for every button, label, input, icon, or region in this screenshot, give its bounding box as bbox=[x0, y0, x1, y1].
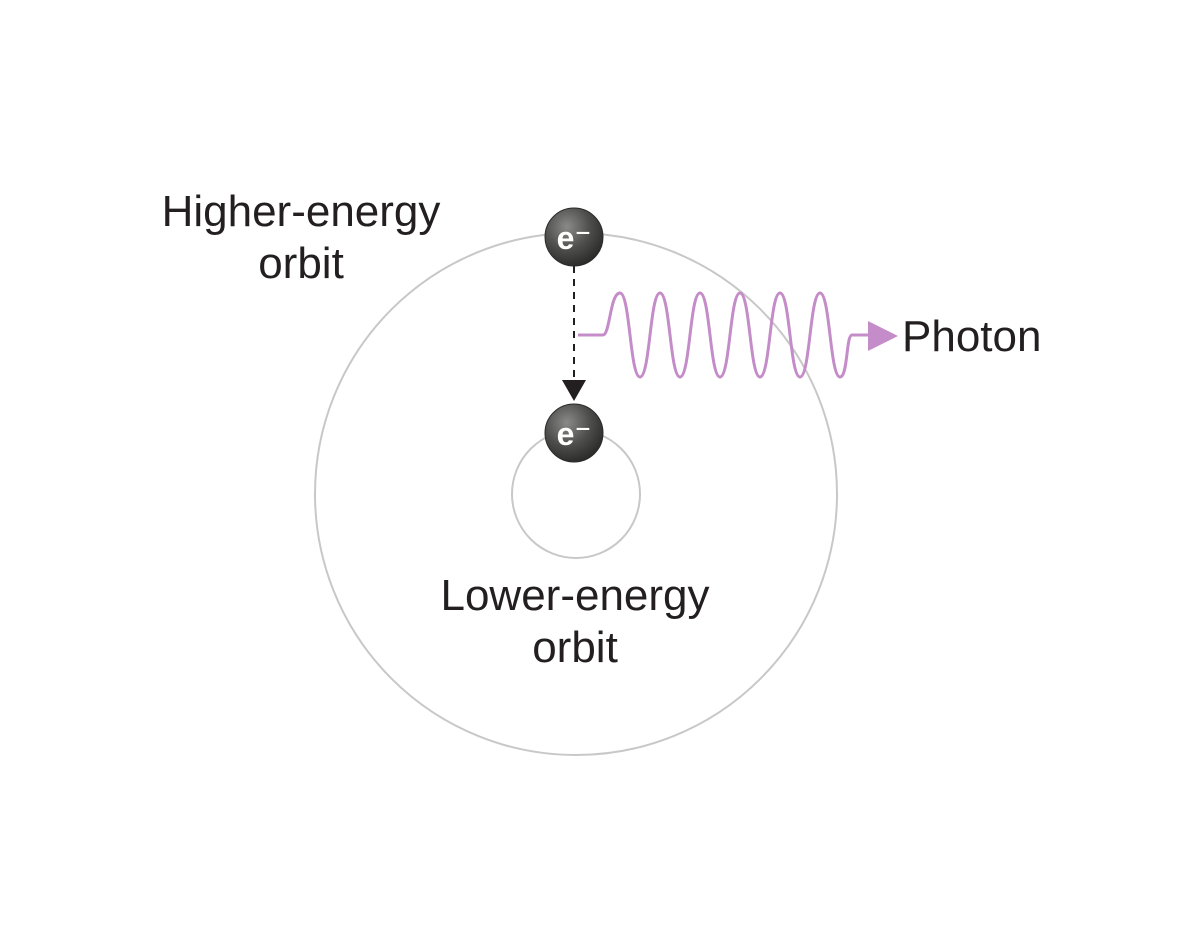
higher-energy-orbit-ring bbox=[314, 232, 838, 756]
lower-energy-orbit-label: Lower-energy orbit bbox=[395, 570, 755, 674]
photon-arrow-head bbox=[868, 321, 898, 351]
transition-arrow-head bbox=[562, 380, 586, 401]
electron-symbol-higher: e⁻ bbox=[557, 220, 592, 256]
lower-orbit-label-line1: Lower-energy bbox=[440, 571, 710, 620]
photon-wave bbox=[578, 291, 872, 379]
photon-label: Photon bbox=[902, 311, 1041, 363]
higher-energy-orbit-label: Higher-energy orbit bbox=[126, 186, 476, 290]
electron-lower: e⁻ bbox=[544, 403, 604, 463]
higher-orbit-label-line2: orbit bbox=[258, 239, 344, 288]
higher-orbit-label-line1: Higher-energy bbox=[161, 187, 441, 236]
electron-higher: e⁻ bbox=[544, 207, 604, 267]
electron-symbol-lower: e⁻ bbox=[557, 416, 592, 452]
photon-label-text: Photon bbox=[902, 312, 1042, 361]
lower-orbit-label-line2: orbit bbox=[532, 623, 618, 672]
